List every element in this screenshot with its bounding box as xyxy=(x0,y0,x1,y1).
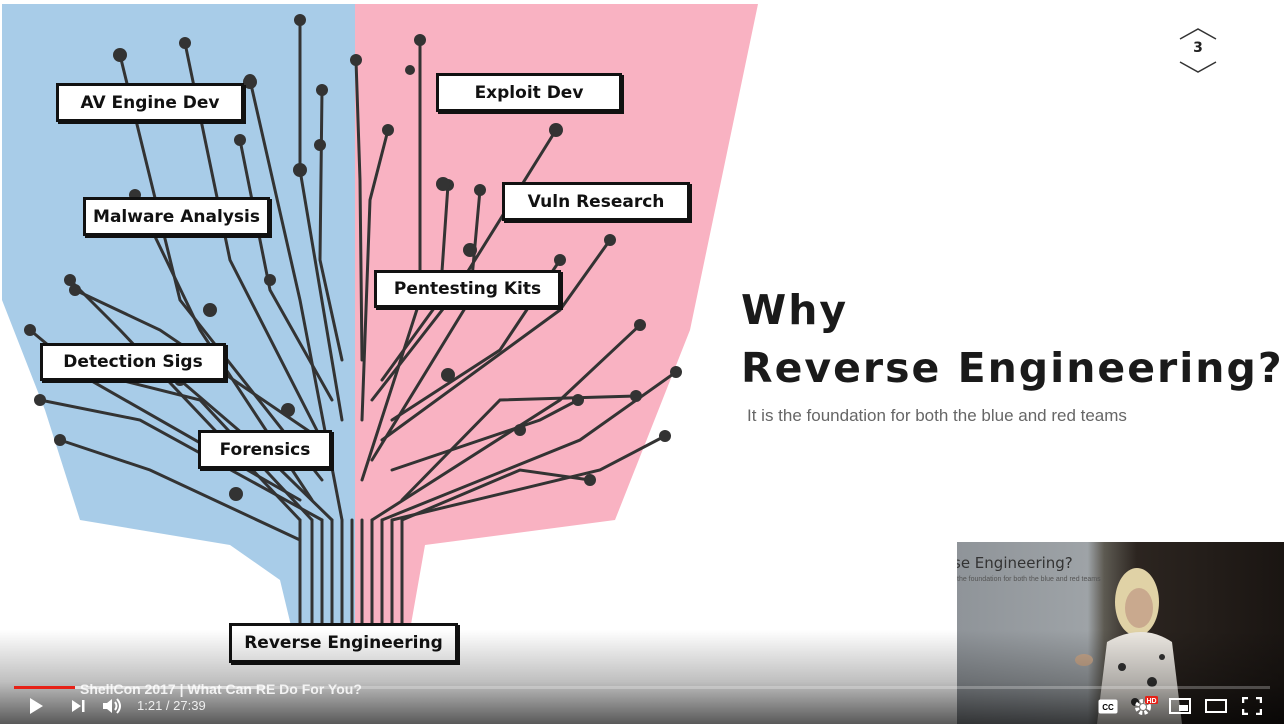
svg-text:CC: CC xyxy=(1102,703,1114,712)
play-icon xyxy=(30,698,43,714)
next-button[interactable] xyxy=(64,694,92,718)
slide-title-line1: Why xyxy=(741,286,849,334)
pip-slide-title: se Engineering? xyxy=(957,554,1073,572)
slide-number-hexagon-icon xyxy=(1179,28,1217,73)
theater-mode-button[interactable] xyxy=(1202,694,1230,718)
progress-bar[interactable] xyxy=(14,686,1270,689)
hd-badge: HD xyxy=(1146,698,1156,705)
settings-button[interactable]: HD xyxy=(1131,694,1159,718)
play-button[interactable] xyxy=(22,694,50,718)
pip-slide-subtitle: the foundation for both the blue and red… xyxy=(957,576,1101,583)
label-vuln-research: Vuln Research xyxy=(502,182,690,221)
video-title[interactable]: ShellCon 2017 | What Can RE Do For You? xyxy=(80,681,362,697)
time-display: 1:21 / 27:39 xyxy=(137,698,206,713)
label-detection-sigs: Detection Sigs xyxy=(40,343,226,381)
next-icon xyxy=(72,700,85,712)
volume-button[interactable] xyxy=(99,694,127,718)
miniplayer-button[interactable] xyxy=(1166,694,1194,718)
fullscreen-button[interactable] xyxy=(1238,694,1266,718)
theater-icon xyxy=(1205,699,1227,713)
captions-icon: CC xyxy=(1098,699,1118,713)
slide-subtitle: It is the foundation for both the blue a… xyxy=(747,406,1127,425)
slide-number: 3 xyxy=(1193,40,1203,56)
label-pentesting-kits: Pentesting Kits xyxy=(374,270,561,308)
volume-icon xyxy=(103,698,121,714)
gear-icon: HD xyxy=(1135,696,1158,715)
miniplayer-icon xyxy=(1169,698,1191,714)
label-exploit-dev: Exploit Dev xyxy=(436,73,622,112)
label-forensics: Forensics xyxy=(198,430,332,469)
player-controls-overlay xyxy=(0,630,1284,724)
progress-buffered xyxy=(14,686,266,689)
label-av-engine-dev: AV Engine Dev xyxy=(56,83,244,122)
fullscreen-icon xyxy=(1242,697,1262,715)
red-team-region xyxy=(355,4,758,630)
captions-button[interactable]: CC xyxy=(1094,694,1122,718)
slide-title-line2: Reverse Engineering? xyxy=(741,344,1284,392)
label-malware-analysis: Malware Analysis xyxy=(83,197,270,236)
progress-played xyxy=(14,686,76,689)
